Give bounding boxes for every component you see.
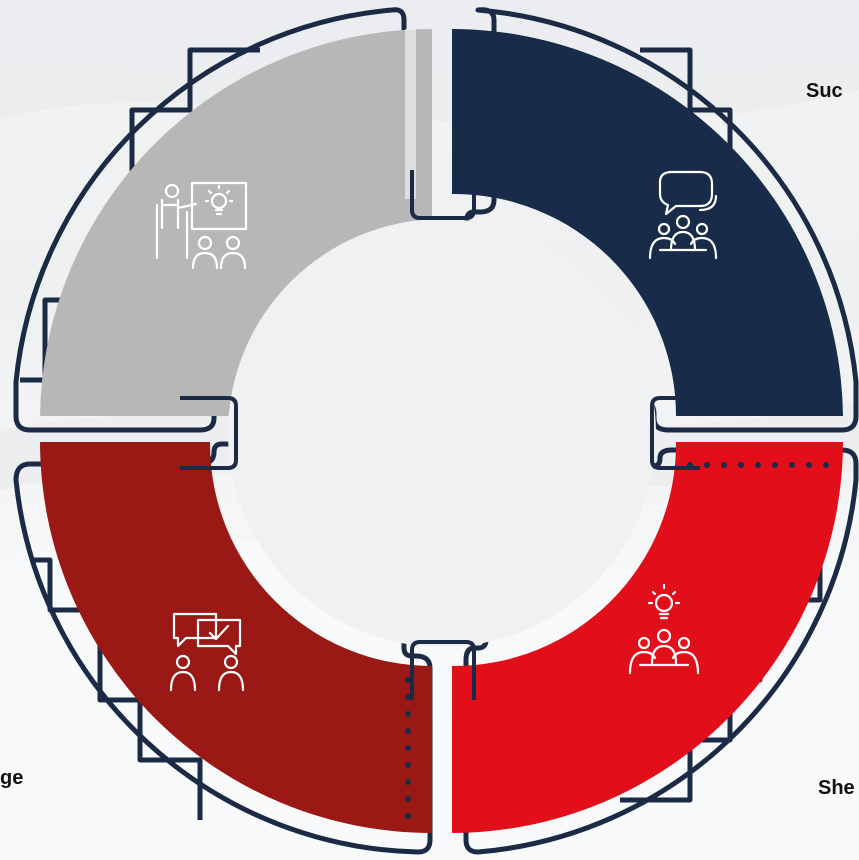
dotted-lines [405, 462, 829, 819]
feedback-chat-icon [169, 612, 245, 692]
center-disk [228, 219, 656, 647]
segment-top-left-gap [405, 29, 416, 199]
presentation-meeting-icon [155, 181, 248, 270]
team-discussion-icon [648, 170, 718, 260]
connectors [180, 170, 700, 700]
segment-bottom-left [40, 442, 432, 833]
label-top-right: Suc [806, 80, 843, 102]
segment-top-left [40, 28, 432, 416]
label-bottom-right: She [818, 777, 855, 799]
team-idea-icon [628, 583, 700, 675]
label-bottom-left: ge [0, 767, 24, 789]
segment-bottom-right [452, 442, 843, 833]
segment-top-right [452, 29, 843, 416]
